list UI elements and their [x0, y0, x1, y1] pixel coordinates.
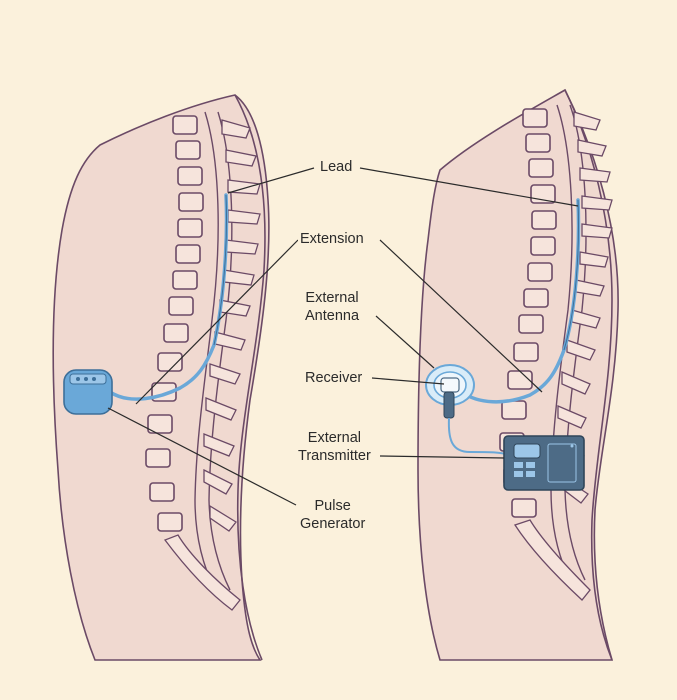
- pulse-generator-device: [63, 369, 113, 415]
- label-external-antenna-line1: External: [305, 290, 359, 306]
- label-external-antenna-line2: Antenna: [305, 308, 360, 324]
- label-receiver-text: Receiver: [305, 370, 363, 386]
- label-external-transmitter-line2: Transmitter: [298, 448, 371, 464]
- left-torso: [52, 94, 270, 661]
- label-external-transmitter-line1: External: [307, 430, 361, 446]
- label-extension: Extension: [298, 230, 366, 248]
- leader-lines: [107, 167, 579, 506]
- left-spine: [145, 111, 261, 611]
- label-external-transmitter: External Transmitter: [296, 429, 373, 465]
- external-transmitter-device: [503, 435, 585, 491]
- label-extension-text: Extension: [300, 231, 364, 247]
- label-receiver: Receiver: [303, 369, 365, 387]
- label-external-antenna: External Antenna: [303, 289, 362, 325]
- right-torso: [417, 88, 619, 661]
- label-pulse-generator-line1: Pulse: [314, 498, 351, 514]
- receiver-antenna-device: [425, 364, 511, 456]
- label-pulse-generator: Pulse Generator: [298, 497, 368, 533]
- label-lead: Lead: [318, 158, 355, 176]
- label-lead-text: Lead: [320, 159, 353, 175]
- label-pulse-generator-line2: Generator: [300, 516, 366, 532]
